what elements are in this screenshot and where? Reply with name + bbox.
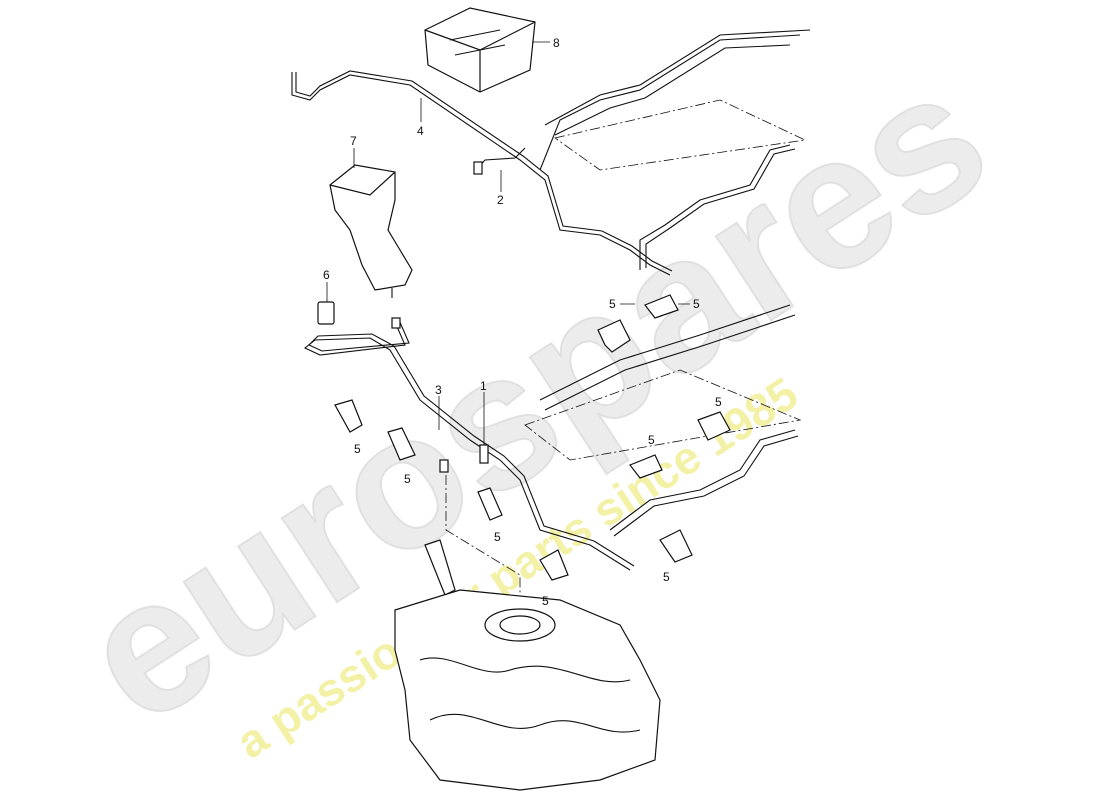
part-1-connector[interactable] bbox=[439, 444, 521, 600]
callout-5: 5 bbox=[693, 297, 700, 311]
callout-6: 6 bbox=[323, 268, 330, 282]
clip-5[interactable] bbox=[629, 454, 663, 479]
clip-5[interactable] bbox=[387, 427, 416, 461]
callout-3: 3 bbox=[435, 383, 442, 397]
clip-5[interactable] bbox=[477, 487, 503, 521]
callout-2: 2 bbox=[497, 193, 504, 207]
callouts: 8 4 7 2 6 3 1 5 5 5 5 5 5 5 5 5 bbox=[323, 36, 722, 608]
clip-5[interactable] bbox=[697, 411, 731, 441]
callout-7: 7 bbox=[350, 134, 357, 148]
clip-5[interactable] bbox=[659, 529, 693, 563]
callout-5: 5 bbox=[354, 442, 361, 456]
leader-lines bbox=[326, 41, 690, 445]
callout-1: 1 bbox=[480, 379, 487, 393]
callout-5: 5 bbox=[494, 530, 501, 544]
callout-5: 5 bbox=[404, 472, 411, 486]
callout-5: 5 bbox=[609, 297, 616, 311]
part-4-fuel-line[interactable] bbox=[291, 29, 811, 276]
part-6-clip[interactable] bbox=[317, 301, 335, 325]
callout-5: 5 bbox=[663, 570, 670, 584]
callout-5: 5 bbox=[715, 395, 722, 409]
callout-4: 4 bbox=[417, 124, 424, 138]
fuel-tank[interactable] bbox=[394, 539, 661, 791]
clip-5[interactable] bbox=[644, 294, 679, 319]
part-3-fuel-line[interactable] bbox=[303, 304, 802, 571]
part-8-box[interactable] bbox=[424, 7, 536, 93]
part-2-connector-line[interactable] bbox=[473, 147, 526, 175]
clip-5[interactable] bbox=[597, 319, 631, 353]
callout-5: 5 bbox=[648, 433, 655, 447]
part-7-housing[interactable] bbox=[329, 164, 413, 298]
clip-5[interactable] bbox=[539, 549, 569, 581]
clip-5[interactable] bbox=[334, 399, 363, 433]
line-clips bbox=[334, 294, 731, 581]
callout-8: 8 bbox=[553, 36, 560, 50]
callout-5: 5 bbox=[542, 594, 549, 608]
